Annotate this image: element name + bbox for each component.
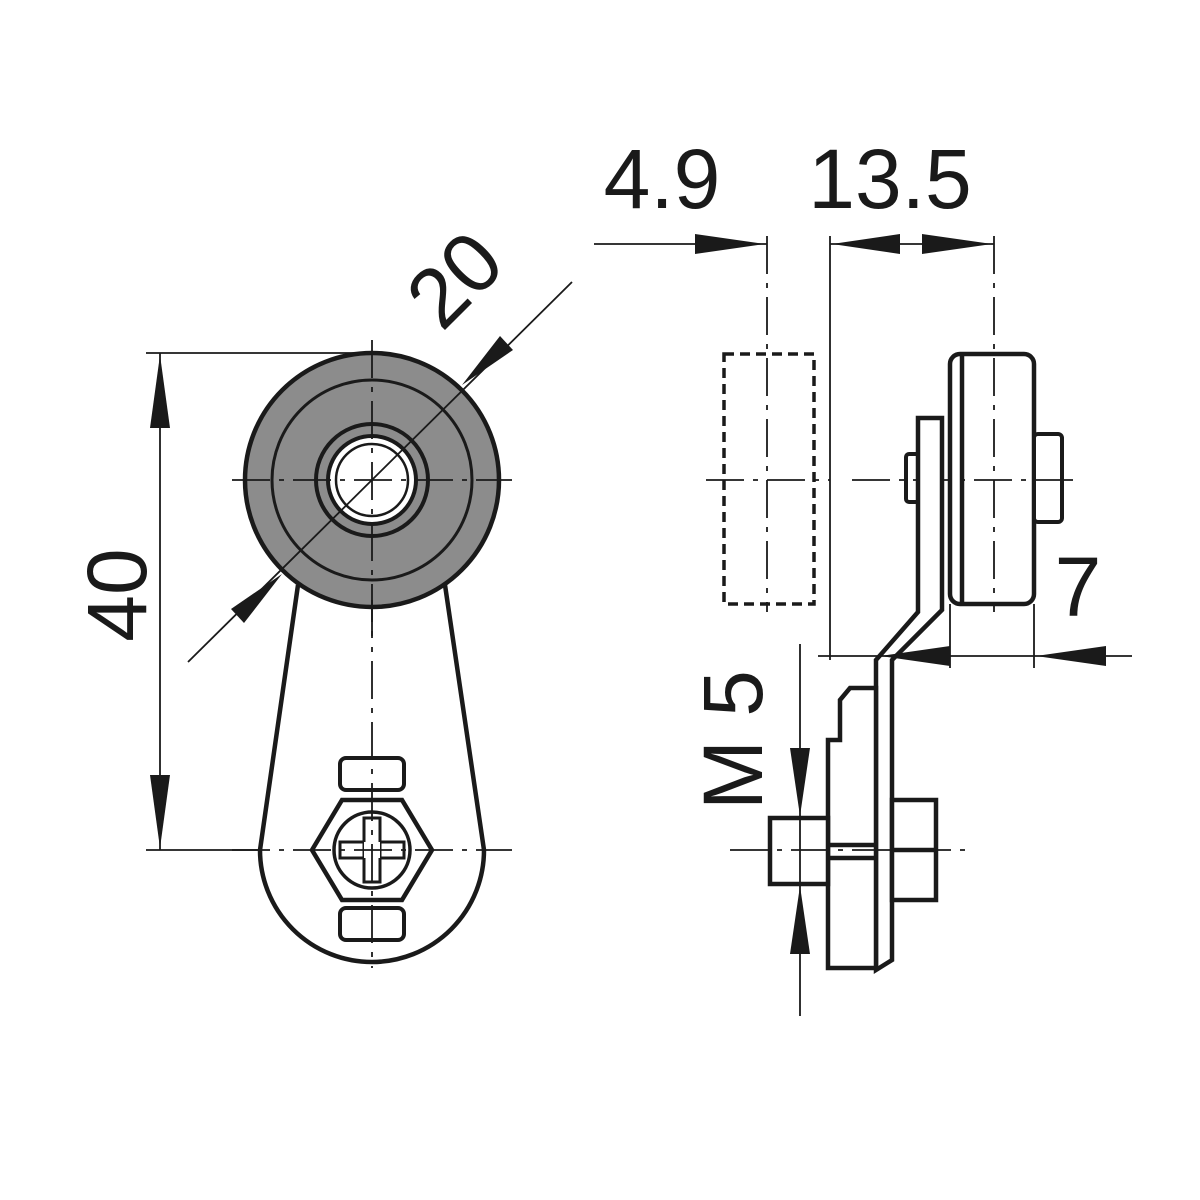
dim-m5-arrow-top <box>790 748 810 816</box>
front-view: 40 20 <box>70 213 573 968</box>
dim-7-arrow-left <box>880 646 950 666</box>
dim-13-5-arrow-right <box>922 234 992 254</box>
dim-40-arrow-top <box>150 355 170 428</box>
dim-20-arrow-lower <box>231 574 282 623</box>
roller-inner-ring <box>270 378 474 582</box>
dim-13-5-arrow-left <box>832 234 900 254</box>
dim-4-9-label: 4.9 <box>604 132 721 226</box>
dim-20-label: 20 <box>388 213 521 346</box>
lever-arm-side <box>873 415 945 975</box>
nut-left <box>767 815 831 887</box>
dim-13-5-label: 13.5 <box>808 132 972 226</box>
dim-4-9-arrow <box>695 234 765 254</box>
dim-m5-arrow-bottom <box>790 886 810 954</box>
hidden-roller-outline <box>722 352 816 606</box>
clamp-body <box>825 685 879 971</box>
dim-m5-label: M 5 <box>686 670 780 810</box>
axle-nut <box>1032 432 1064 524</box>
dim-7-label: 7 <box>1055 540 1102 634</box>
dim-20-arrow-upper <box>462 336 513 385</box>
dim-7-arrow-right <box>1036 646 1106 666</box>
dim-40-arrow-bottom <box>150 775 170 848</box>
side-view: 4.9 13.5 7 M 5 <box>594 132 1132 1016</box>
dim-40-label: 40 <box>70 548 164 641</box>
